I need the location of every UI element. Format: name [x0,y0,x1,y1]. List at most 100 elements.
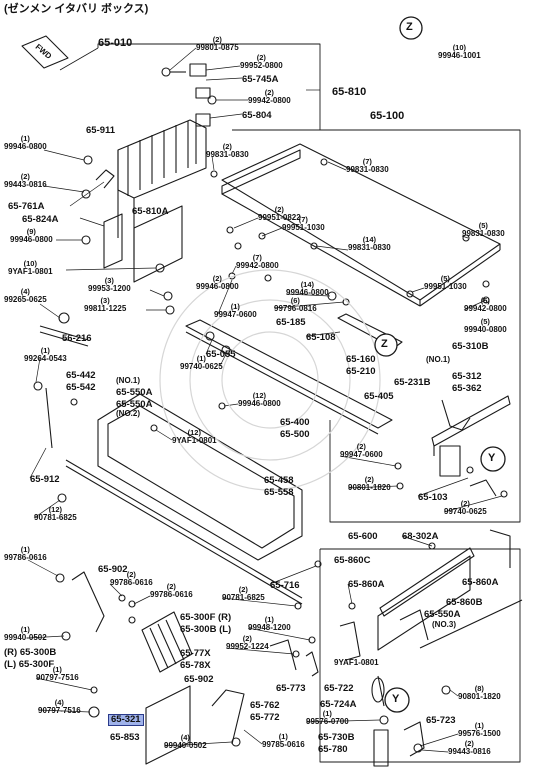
part-label-90801-1820a[interactable]: (2)90801-1820 [348,476,391,492]
part-label-65-912[interactable]: 65-912 [30,475,60,485]
part-label-99785-0616[interactable]: (1)99785-0616 [262,733,305,749]
part-label-99946-0800e[interactable]: (12)99946-0800 [238,392,281,408]
part-label-9yaf1-0801b[interactable]: (12)9YAF1-0801 [172,429,217,445]
part-label-65-78x[interactable]: 65-78X [180,661,211,671]
part-label-65-160[interactable]: 65-160 [346,355,376,365]
part-label-99576-0700[interactable]: (1)99576-0700 [306,710,349,726]
part-label-90801-1820b[interactable]: (8)90801-1820 [458,685,501,701]
part-label-65-723[interactable]: 65-723 [426,716,456,726]
part-label-99951-1030b[interactable]: (5)99951-1030 [424,275,467,291]
part-label-99947-0600[interactable]: (1)99947-0600 [214,303,257,319]
part-label-90797-7516b[interactable]: (4)90797-7516 [38,699,81,715]
part-label-65-724a[interactable]: 65-724A [320,700,356,710]
part-label-65-730b[interactable]: 65-730B [318,733,354,743]
part-label-65-310b[interactable]: 65-310B [452,342,488,352]
part-label-99946-0800c[interactable]: (2)99946-0800 [196,275,239,291]
part-label-99946-0800d[interactable]: (14)99946-0800 [286,281,329,297]
part-label-99831-0830a[interactable]: (2)99831-0830 [206,143,249,159]
part-label-65-231b[interactable]: 65-231B [394,378,430,388]
part-label-65-362[interactable]: 65-362 [452,384,482,394]
part-label-65-902b[interactable]: 65-902 [184,675,214,685]
part-label-99831-0830d[interactable]: (14)99831-0830 [348,236,391,252]
part-label-99801-0875[interactable]: (2)99801-0875 [196,36,239,52]
part-label-65-550a2[interactable]: 65-550A [116,400,152,410]
part-label-90781-6825b[interactable]: (2)90781-6825 [222,586,265,602]
part-label-99951-1030a[interactable]: (7)99951-1030 [282,216,325,232]
part-label-65-804[interactable]: 65-804 [242,111,272,121]
part-label-65-810[interactable]: 65-810 [332,87,366,98]
part-label-99796-0816[interactable]: (6)99796-0816 [274,297,317,313]
part-label-99264-0543[interactable]: (1)99264-0543 [24,347,67,363]
part-label-no1a[interactable]: (NO.1) [426,356,450,364]
part-label-99953-1200[interactable]: (3)99953-1200 [88,277,131,293]
part-label-65-300f[interactable]: 65-300F (R) [180,613,231,623]
part-label-65-300b[interactable]: 65-300B (L) [180,625,231,635]
part-label-65-103[interactable]: 65-103 [418,493,448,503]
part-label-65-550a3[interactable]: 65-550A [424,610,460,620]
part-label-99443-0816[interactable]: (2)99443-0816 [4,173,47,189]
part-label-65-442[interactable]: 65-442 [66,371,96,381]
part-label-65-055[interactable]: 65-055 [206,350,236,360]
part-label-65-761a[interactable]: 65-761A [8,202,44,212]
part-label-65-405[interactable]: 65-405 [364,392,394,402]
part-label-99946-0800b[interactable]: (9)99946-0800 [10,228,53,244]
part-label-99940-0502a[interactable]: (1)99940-0502 [4,626,47,642]
part-label-65-185[interactable]: 65-185 [276,318,306,328]
part-label-65-550a1[interactable]: 65-550A [116,388,152,398]
part-label-99951-0822[interactable]: (2)99951-0822 [258,206,301,222]
part-label-9yaf1-0801c[interactable]: 9YAF1-0801 [334,659,379,667]
part-label-99786-0616a[interactable]: (1)99786-0616 [4,546,47,562]
part-label-9yaf1-0801a[interactable]: (10)9YAF1-0801 [8,260,53,276]
highlighted-part-65-321[interactable]: 65-321 [108,714,144,726]
part-label-65-542[interactable]: 65-542 [66,383,96,393]
part-label-99831-0830c[interactable]: (5)99831-0830 [462,222,505,238]
part-label-r65-300b[interactable]: (R) 65-300B [4,648,56,658]
part-label-99947-0600b[interactable]: (2)99947-0600 [340,443,383,459]
part-label-99946-1001[interactable]: (10)99946-1001 [438,44,481,60]
part-label-65-860a2[interactable]: 65-860A [462,578,498,588]
part-label-99740-0625b[interactable]: (2)99740-0625 [444,500,487,516]
part-label-65-824a[interactable]: 65-824A [22,215,58,225]
part-label-99786-0616c[interactable]: (2)99786-0616 [150,583,193,599]
part-label-65-716[interactable]: 65-716 [270,581,300,591]
part-label-99952-1224[interactable]: (2)99952-1224 [226,635,269,651]
part-label-65-400[interactable]: 65-400 [280,418,310,428]
part-label-65-810a[interactable]: 65-810A [132,207,168,217]
part-label-65-853[interactable]: 65-853 [110,733,140,743]
part-label-99265-0625[interactable]: (4)99265-0625 [4,288,47,304]
part-label-65-108[interactable]: 65-108 [306,333,336,343]
part-label-99831-0830b[interactable]: (7)99831-0830 [346,158,389,174]
part-label-no2a[interactable]: (NO.2) [116,410,140,418]
part-label-90781-6825a[interactable]: (12)90781-6825 [34,506,77,522]
part-label-65-010[interactable]: 65-010 [98,38,132,49]
part-label-56-216[interactable]: 56-216 [62,334,92,344]
part-label-65-902a[interactable]: 65-902 [98,565,128,575]
part-label-65-860a1[interactable]: 65-860A [348,580,384,590]
part-label-l65-300f[interactable]: (L) 65-300F [4,660,54,670]
part-label-65-77x[interactable]: 65-77X [180,649,211,659]
part-label-99443-0816b[interactable]: (2)99443-0816 [448,740,491,756]
part-label-65-722[interactable]: 65-722 [324,684,354,694]
part-label-65-210[interactable]: 65-210 [346,367,376,377]
part-label-65-773[interactable]: 65-773 [276,684,306,694]
part-label-65-458[interactable]: 65-458 [264,476,294,486]
part-label-65-772[interactable]: 65-772 [250,713,280,723]
part-label-99940-0800[interactable]: (5)99940-0800 [464,318,507,334]
part-label-no1b[interactable]: (NO.1) [116,377,140,385]
part-label-65-860b[interactable]: 65-860B [446,598,482,608]
part-label-99942-0800b[interactable]: (7)99942-0800 [236,254,279,270]
part-label-99740-0625a[interactable]: (1)99740-0625 [180,355,223,371]
part-label-99942-0800[interactable]: (2)99942-0800 [248,89,291,105]
part-label-99811-1225[interactable]: (3)99811-1225 [84,297,126,313]
part-label-no3[interactable]: (NO.3) [432,621,456,629]
part-label-65-500[interactable]: 65-500 [280,430,310,440]
part-label-99940-0502b[interactable]: (4)99940-0502 [164,734,207,750]
part-label-99576-1500[interactable]: (1)99576-1500 [458,722,501,738]
part-label-99952-0800[interactable]: (2)99952-0800 [240,54,283,70]
part-label-99786-0616b[interactable]: (2)99786-0616 [110,571,153,587]
part-label-99948-1200[interactable]: (1)99948-1200 [248,616,291,632]
part-label-99946-0800a[interactable]: (1)99946-0800 [4,135,47,151]
part-label-65-911[interactable]: 65-911 [86,126,115,136]
part-label-65-762[interactable]: 65-762 [250,701,280,711]
part-label-65-860c[interactable]: 65-860C [334,556,370,566]
